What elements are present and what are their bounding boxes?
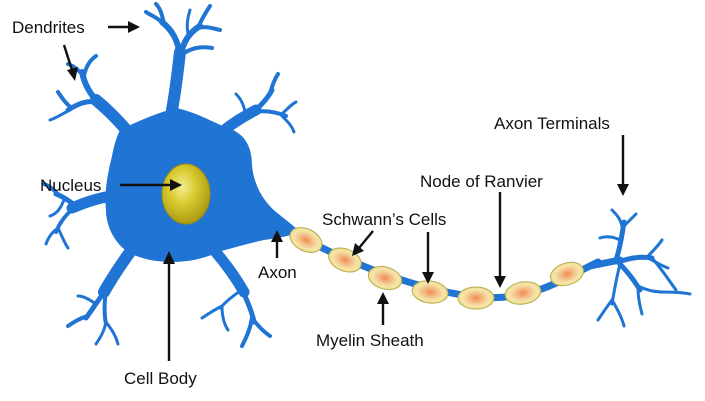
label-dendrites: Dendrites — [12, 18, 85, 37]
label-myelin-sheath: Myelin Sheath — [316, 331, 424, 350]
schwann-cell — [289, 227, 323, 253]
schwann-cell — [367, 265, 403, 291]
dendrites — [42, 2, 298, 348]
nucleus-shape — [161, 163, 211, 225]
neuron — [42, 2, 692, 348]
schwann-cell — [549, 261, 585, 287]
schwann-cell — [457, 286, 495, 310]
label-axon-terminals: Axon Terminals — [494, 114, 610, 133]
schwann-cell — [411, 280, 449, 304]
label-schwann-cells: Schwann’s Cells — [322, 210, 446, 229]
label-nucleus: Nucleus — [40, 176, 101, 195]
pointer-arrows — [62, 21, 629, 361]
myelin-segments — [289, 227, 585, 310]
schwann-cell — [504, 281, 542, 305]
label-cell-body: Cell Body — [124, 369, 197, 388]
axon-terminal-branches — [586, 208, 692, 328]
label-axon: Axon — [258, 263, 297, 282]
label-node-of-ranvier: Node of Ranvier — [420, 172, 543, 191]
